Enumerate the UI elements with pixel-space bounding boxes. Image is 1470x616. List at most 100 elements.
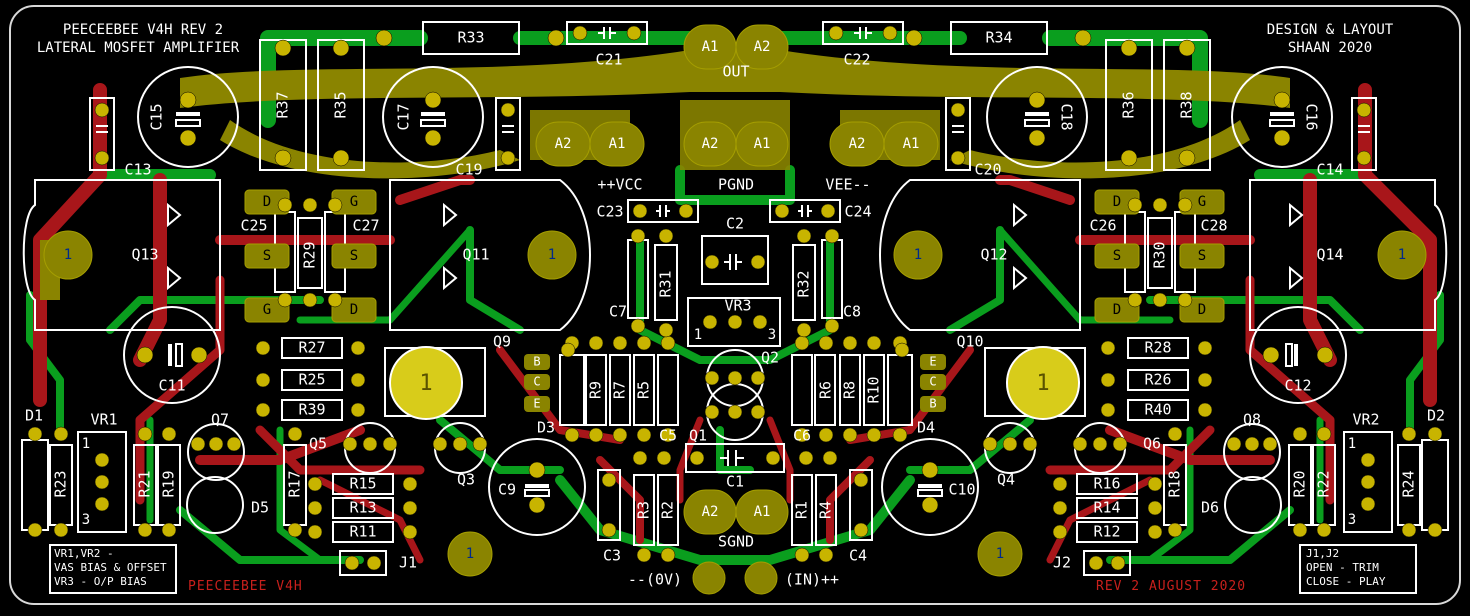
label-r31: R31	[657, 270, 675, 297]
note-left-3: VR3 - O/P BIAS	[54, 575, 147, 588]
label-r13: R13	[349, 499, 376, 517]
label-in-pos: (IN)++	[785, 571, 839, 589]
vee-pad-a1	[883, 121, 939, 167]
c10-outline	[881, 438, 979, 536]
label-r8: R8	[841, 381, 859, 399]
q10-mount-pad	[1006, 346, 1080, 420]
label-r38: R38	[1178, 91, 1196, 118]
ref-labels: R33 R34 R37 R35 R36 R38 C21 C22 C15 C17 …	[25, 29, 1445, 572]
vr2-pin3: 3	[1348, 512, 1356, 528]
label-c16: C16	[1303, 103, 1321, 130]
label-c3: C3	[603, 547, 621, 565]
pad-labels: A1 A2 A2 A1 A2 A1 A2 A1 A2 A1 1 1 1 1 1 …	[64, 39, 1406, 562]
c15-outline	[137, 66, 239, 168]
label-r22: R22	[1315, 470, 1333, 497]
q9-pin-e: E	[533, 397, 540, 411]
label-r20: R20	[1291, 470, 1309, 497]
label-r16: R16	[1093, 475, 1120, 493]
pad-a1-pgnd: A1	[754, 136, 771, 152]
label-r24: R24	[1400, 470, 1418, 497]
label-j2: J2	[1053, 554, 1071, 572]
note-right-3: CLOSE - PLAY	[1306, 575, 1386, 588]
board-outline	[9, 5, 1461, 605]
vr3-pin3: 3	[768, 327, 776, 343]
label-c4: C4	[849, 547, 867, 565]
q10-pad-1: 1	[1036, 371, 1049, 396]
label-r30: R30	[1151, 241, 1169, 268]
title-line-2: LATERAL MOSFET AMPLIFIER	[36, 40, 240, 56]
q12-d2: D	[1113, 302, 1121, 318]
label-q7: Q7	[211, 411, 229, 429]
label-c20: C20	[974, 161, 1001, 179]
brand-bottom-left: PEECEEBEE V4H	[188, 579, 303, 594]
cap-symbols	[96, 27, 1370, 466]
vcc-pad-a1	[589, 121, 645, 167]
label-q2: Q2	[761, 349, 779, 367]
label-vee: VEE--	[825, 176, 870, 194]
label-r17: R17	[286, 470, 304, 497]
c9-outline	[488, 438, 586, 536]
label-r32: R32	[795, 270, 813, 297]
label-q3: Q3	[457, 471, 475, 489]
pad-a2-out: A2	[754, 39, 771, 55]
label-in-neg: --(0V)	[628, 571, 682, 589]
q12-d: D	[1113, 194, 1121, 210]
vr1-pin1: 1	[82, 436, 90, 452]
c17-outline	[382, 66, 484, 168]
q12-s: S	[1113, 248, 1121, 264]
label-r21: R21	[136, 470, 154, 497]
connector-labels: OUT ++VCC PGND VEE-- SGND --(0V) (IN)++	[597, 63, 870, 589]
label-c28: C28	[1200, 217, 1227, 235]
label-d1: D1	[25, 407, 43, 425]
label-c22: C22	[843, 51, 870, 69]
label-r1: R1	[793, 501, 811, 519]
credit-line-1: DESIGN & LAYOUT	[1266, 22, 1394, 38]
label-c18: C18	[1058, 103, 1076, 130]
hole-1b: 1	[548, 247, 556, 263]
hole-1d: 1	[1398, 247, 1406, 263]
q13-d: D	[263, 194, 271, 210]
hole-1a: 1	[64, 247, 72, 263]
label-r36: R36	[1120, 91, 1138, 118]
q13-g: G	[263, 302, 271, 318]
small-pads	[27, 25, 1443, 571]
label-q8: Q8	[1243, 411, 1261, 429]
out-pad-a2	[735, 24, 789, 70]
label-r18: R18	[1166, 470, 1184, 497]
q11-d: D	[350, 302, 358, 318]
q10-pin-b: B	[929, 397, 936, 411]
r33-body	[422, 21, 520, 55]
note-left-1: VR1,VR2 -	[54, 547, 114, 560]
sgnd-pad-a1	[735, 489, 789, 535]
pad-a1-vee: A1	[903, 136, 920, 152]
hole-1c: 1	[914, 247, 922, 263]
label-c21: C21	[595, 51, 622, 69]
label-r39: R39	[298, 401, 325, 419]
q13-s: S	[263, 248, 271, 264]
rev-bottom-right: REV 2 AUGUST 2020	[1096, 579, 1247, 594]
label-q1: Q1	[689, 427, 707, 445]
note-left-2: VAS BIAS & OFFSET	[54, 561, 167, 574]
label-c6: C6	[793, 427, 811, 445]
label-r5: R5	[635, 381, 653, 399]
label-r4: R4	[817, 501, 835, 519]
label-r33: R33	[457, 29, 484, 47]
label-r29: R29	[301, 241, 319, 268]
c16-outline	[1231, 66, 1333, 168]
label-c25: C25	[240, 217, 267, 235]
q9-q10-pads: B C E E C B	[524, 354, 946, 412]
label-r12: R12	[1093, 523, 1120, 541]
electrolytic-symbols	[168, 112, 1298, 497]
label-c12: C12	[1284, 377, 1311, 395]
q12-heatsink-outline	[879, 179, 1081, 331]
label-q11: Q11	[462, 246, 489, 264]
label-r14: R14	[1093, 499, 1120, 517]
label-r9: R9	[587, 381, 605, 399]
label-c9: C9	[498, 481, 516, 499]
label-r27: R27	[298, 339, 325, 357]
label-vr1: VR1	[90, 411, 117, 429]
label-c11: C11	[158, 377, 185, 395]
q9-pad-1: 1	[419, 371, 432, 396]
